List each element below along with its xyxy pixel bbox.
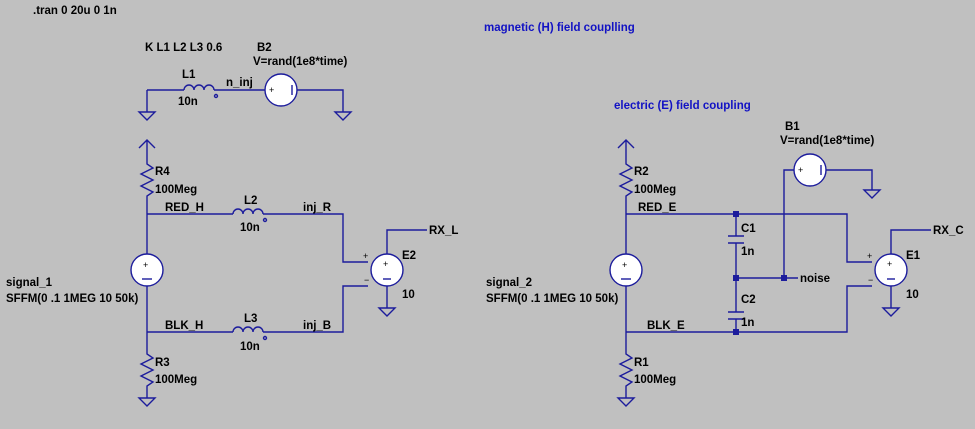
- e1-value: 10: [906, 289, 919, 301]
- l2-name: L2: [244, 195, 257, 207]
- inductor-l2[interactable]: [232, 208, 268, 223]
- r3-value: 100Meg: [155, 374, 197, 386]
- wire-b2-right[interactable]: [297, 89, 344, 112]
- r1-value: 100Meg: [634, 374, 676, 386]
- net-label-n-inj: n_inj: [226, 77, 253, 89]
- b1-name: B1: [785, 121, 800, 133]
- magnetic-coupling-comment[interactable]: magnetic (H) field couplling: [484, 22, 635, 34]
- signal-2-name: signal_2: [486, 277, 532, 289]
- r4-name: R4: [155, 166, 170, 178]
- e2-name: E2: [402, 250, 416, 262]
- resistor-r3[interactable]: [139, 332, 155, 398]
- r3-name: R3: [155, 357, 170, 369]
- svg-text:+: +: [363, 251, 368, 261]
- resistor-r1[interactable]: [618, 332, 634, 398]
- ground-symbol-b2[interactable]: [333, 111, 353, 121]
- svg-text:+: +: [622, 260, 627, 270]
- svg-text:+: +: [269, 85, 274, 95]
- l1-name: L1: [182, 69, 196, 81]
- c2-value: 1n: [741, 317, 754, 329]
- svg-text:+: +: [867, 251, 872, 261]
- b2-name: B2: [257, 42, 272, 54]
- ground-symbol-r1[interactable]: [616, 397, 636, 407]
- junction-blk-e: [733, 329, 739, 335]
- inductor-l3[interactable]: [232, 326, 268, 341]
- vcvs-e1[interactable]: + + −: [867, 251, 908, 287]
- signal-2-value: SFFM(0 .1 1MEG 10 50k): [486, 293, 618, 305]
- net-label-blk-e: BLK_E: [647, 320, 685, 332]
- wire-inj-r[interactable]: [263, 213, 368, 263]
- junction-c1-c2: [733, 275, 739, 281]
- tran-directive[interactable]: .tran 0 20u 0 1n: [33, 5, 117, 17]
- b2-value: V=rand(1e8*time): [253, 56, 347, 68]
- capacitor-c1[interactable]: [728, 235, 744, 244]
- svg-text:+: +: [798, 165, 803, 175]
- ground-symbol-e1[interactable]: [881, 307, 901, 317]
- l1-value: 10n: [178, 96, 198, 108]
- svg-text:−: −: [364, 275, 369, 285]
- ground-symbol-l1[interactable]: [137, 90, 157, 121]
- e1-name: E1: [906, 250, 921, 262]
- supply-arrow-r2[interactable]: [617, 139, 635, 160]
- l3-name: L3: [244, 313, 257, 325]
- e2-value: 10: [402, 289, 415, 301]
- voltage-source-signal-2[interactable]: +: [609, 253, 643, 287]
- electric-coupling-comment[interactable]: electric (E) field coupling: [614, 100, 751, 112]
- c1-name: C1: [741, 223, 756, 235]
- ground-symbol-r3[interactable]: [137, 397, 157, 407]
- voltage-source-b1[interactable]: +: [793, 153, 827, 187]
- net-label-red-h: RED_H: [165, 202, 204, 214]
- r2-name: R2: [634, 166, 649, 178]
- net-label-noise: noise: [800, 273, 830, 285]
- b1-value: V=rand(1e8*time): [780, 135, 874, 147]
- wire-b1-left[interactable]: [783, 169, 794, 278]
- supply-arrow-r4[interactable]: [138, 139, 156, 160]
- wire-rx-l[interactable]: [386, 229, 427, 254]
- svg-text:+: +: [383, 259, 388, 269]
- coupling-directive[interactable]: K L1 L2 L3 0.6: [145, 42, 222, 54]
- voltage-source-signal-1[interactable]: +: [130, 253, 164, 287]
- junction-noise-b1: [781, 275, 787, 281]
- r4-value: 100Meg: [155, 184, 197, 196]
- resistor-r4[interactable]: [139, 160, 155, 214]
- c2-name: C2: [741, 294, 756, 306]
- net-label-inj-r: inj_R: [303, 202, 332, 214]
- svg-text:+: +: [887, 259, 892, 269]
- ground-symbol-b1[interactable]: [862, 189, 882, 199]
- junction-red-e: [733, 211, 739, 217]
- net-label-inj-b: inj_B: [303, 320, 331, 332]
- net-label-rx-c: RX_C: [933, 225, 964, 237]
- ground-symbol-e2[interactable]: [377, 307, 397, 317]
- wire-rx-c[interactable]: [890, 229, 931, 254]
- vcvs-e2[interactable]: + + −: [363, 251, 404, 287]
- r1-name: R1: [634, 357, 649, 369]
- inductor-l1[interactable]: [183, 84, 219, 99]
- wire-b1-right[interactable]: [826, 169, 873, 190]
- signal-1-name: signal_1: [6, 277, 53, 289]
- signal-1-value: SFFM(0 .1 1MEG 10 50k): [6, 293, 138, 305]
- r2-value: 100Meg: [634, 184, 676, 196]
- wire-inj-b[interactable]: [263, 285, 368, 333]
- c1-value: 1n: [741, 246, 754, 258]
- svg-text:+: +: [143, 260, 148, 270]
- voltage-source-b2[interactable]: +: [264, 73, 298, 107]
- l2-value: 10n: [240, 222, 260, 234]
- net-label-blk-h: BLK_H: [165, 320, 203, 332]
- net-label-rx-l: RX_L: [429, 225, 458, 237]
- resistor-r2[interactable]: [618, 160, 634, 214]
- l3-value: 10n: [240, 341, 260, 353]
- svg-text:−: −: [868, 275, 873, 285]
- net-label-red-e: RED_E: [638, 202, 677, 214]
